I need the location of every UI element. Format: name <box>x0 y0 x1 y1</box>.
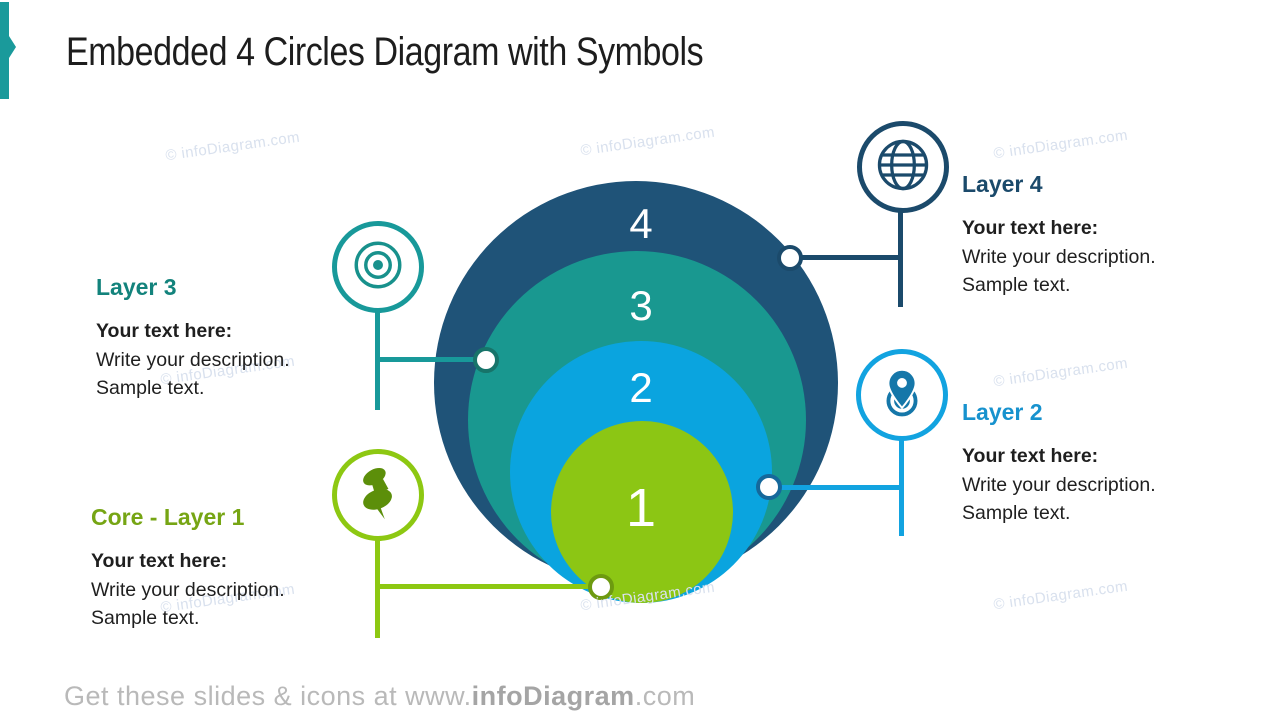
watermark: © infoDiagram.com <box>992 126 1129 163</box>
connector-line-layer4-horizontal <box>790 255 900 260</box>
connector-line-layer2-vertical <box>899 440 904 536</box>
title-accent-bar <box>0 2 9 99</box>
watermark: © infoDiagram.com <box>992 577 1129 614</box>
layer4-body-bold: Your text here: <box>962 217 1099 239</box>
core-layer1-body-bold: Your text here: <box>91 550 228 572</box>
callout-layer-3: Layer 3 Your text here: Write your descr… <box>96 274 290 403</box>
layer2-icon-badge <box>856 349 948 441</box>
target-icon <box>349 236 407 299</box>
connector-dot-layer2 <box>756 474 782 500</box>
connector-line-layer1-horizontal <box>377 584 602 589</box>
callout-layer-2: Layer 2 Your text here: Write your descr… <box>962 399 1156 528</box>
footer-brand-link[interactable]: infoDiagram <box>471 681 635 711</box>
connector-dot-layer4 <box>777 245 803 271</box>
connector-line-layer1-vertical <box>375 540 380 638</box>
footer-credit-suffix: .com <box>634 681 696 711</box>
layer3-body-line3: Sample text. <box>96 377 205 399</box>
layer3-icon-badge <box>332 221 424 313</box>
layer4-icon-badge <box>857 121 949 213</box>
layer3-body-line2: Write your description. <box>96 348 290 371</box>
layer4-title: Layer 4 <box>962 171 1043 197</box>
layer1-icon-badge <box>332 449 424 541</box>
layer3-body-bold: Your text here: <box>96 320 233 342</box>
core-layer1-body-line2: Write your description. <box>91 578 285 601</box>
connector-line-layer3-horizontal <box>377 357 487 362</box>
watermark: © infoDiagram.com <box>579 123 716 160</box>
connector-line-layer2-horizontal <box>770 485 901 490</box>
connector-dot-layer1 <box>588 574 614 600</box>
circle-number-1: 1 <box>625 478 657 538</box>
layer3-title: Layer 3 <box>96 274 177 300</box>
layer2-body-bold: Your text here: <box>962 445 1099 467</box>
layer4-body-line2: Write your description. <box>962 245 1156 268</box>
connector-line-layer4-vertical <box>898 209 903 307</box>
core-layer1-body-line3: Sample text. <box>91 607 200 629</box>
map-pin-icon <box>874 365 930 426</box>
watermark: © infoDiagram.com <box>992 354 1129 391</box>
layer2-body-line2: Write your description. <box>962 473 1156 496</box>
pushpin-icon <box>349 464 407 527</box>
circle-number-3: 3 <box>629 282 653 329</box>
layer4-body-line3: Sample text. <box>962 274 1071 296</box>
chevron-right-icon <box>9 36 16 58</box>
circle-number-2: 2 <box>629 364 653 411</box>
connector-dot-layer3 <box>473 347 499 373</box>
globe-icon <box>874 136 932 199</box>
circle-layer-1 <box>551 421 733 603</box>
layer2-title: Layer 2 <box>962 399 1043 425</box>
footer-credit-prefix: Get these slides & icons at www. <box>64 681 472 711</box>
callout-layer-4: Layer 4 Your text here: Write your descr… <box>962 171 1156 300</box>
watermark: © infoDiagram.com <box>164 128 301 165</box>
callout-core-layer-1: Core - Layer 1 Your text here: Write you… <box>91 504 285 633</box>
footer-credit: Get these slides & icons at www.infoDiag… <box>64 681 695 712</box>
core-layer1-title: Core - Layer 1 <box>91 504 245 530</box>
page-title: Embedded 4 Circles Diagram with Symbols <box>66 30 704 74</box>
layer2-body-line3: Sample text. <box>962 502 1071 524</box>
circle-number-4: 4 <box>629 200 653 247</box>
